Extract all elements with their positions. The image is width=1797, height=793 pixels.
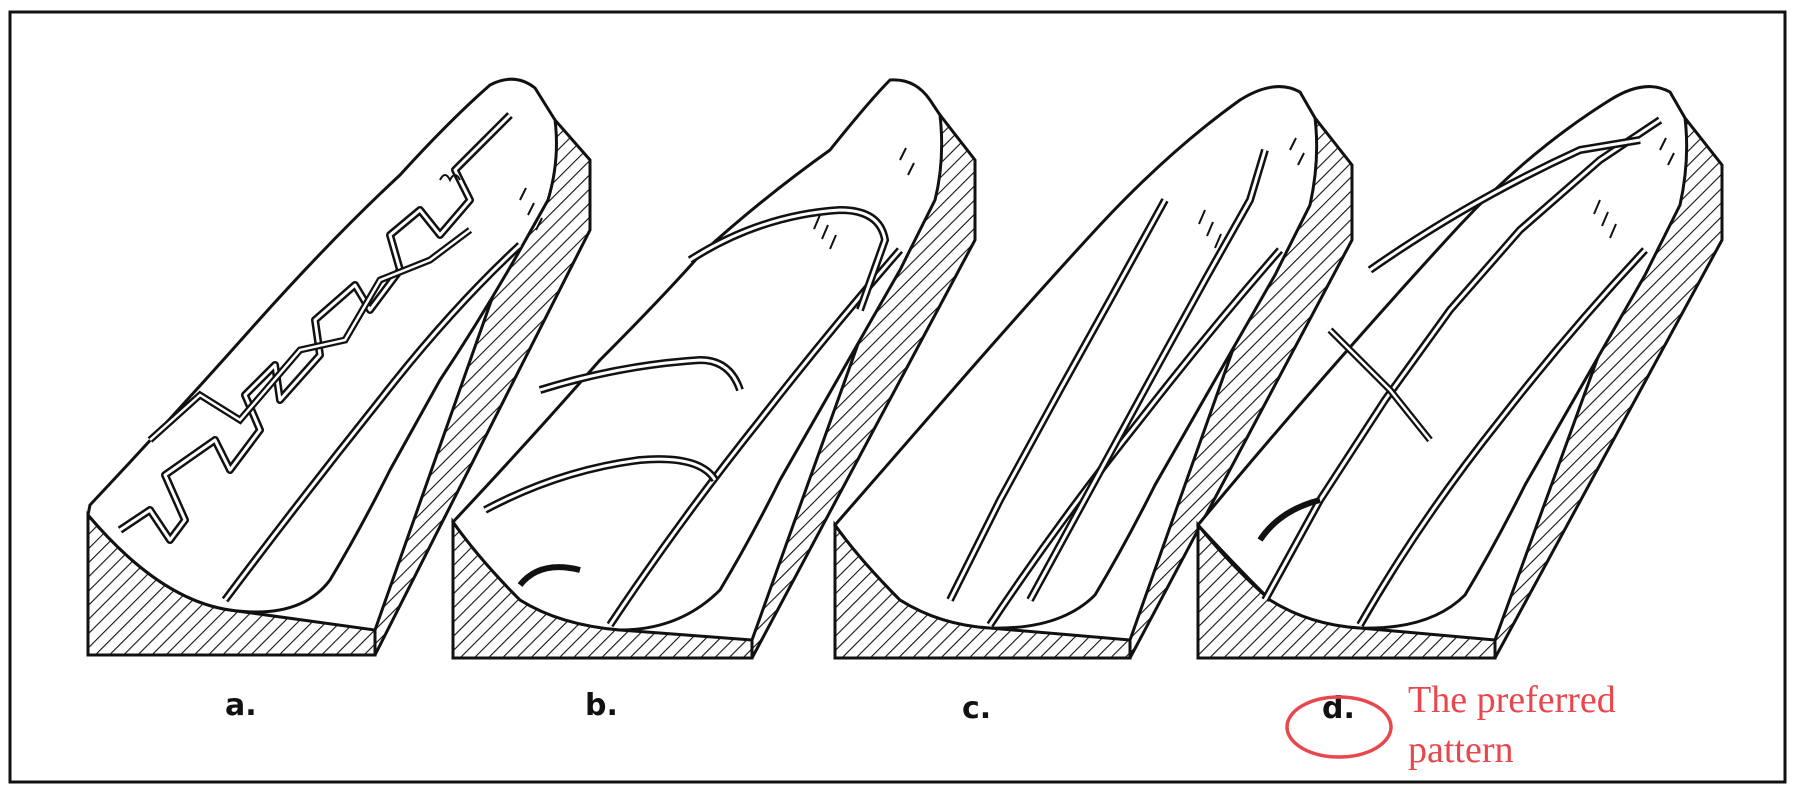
- panel-label-b: b.: [585, 688, 618, 723]
- annotation-line-2: pattern: [1408, 729, 1514, 771]
- panel-label-a: a.: [225, 688, 257, 723]
- annotation-line-1: The preferred: [1408, 679, 1616, 721]
- panel-label-c: c.: [962, 691, 991, 726]
